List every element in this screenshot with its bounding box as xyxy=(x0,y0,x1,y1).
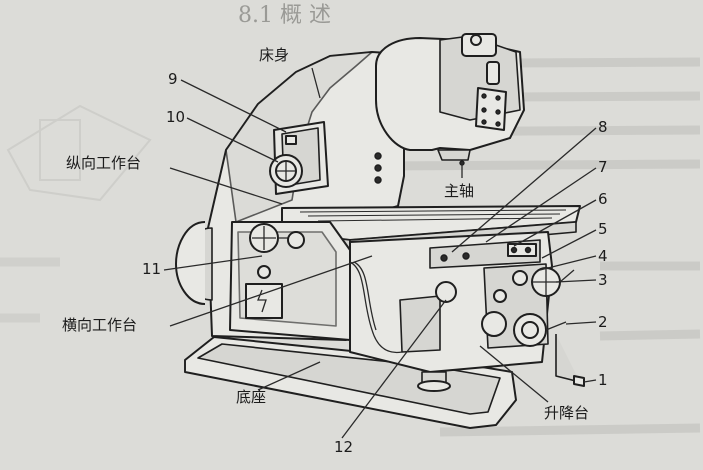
callout-1: 1 xyxy=(598,371,608,389)
callout-2: 2 xyxy=(598,313,608,331)
callout-11: 11 xyxy=(142,260,161,278)
label-cross-table: 横向工作台 xyxy=(62,316,137,334)
callout-6: 6 xyxy=(598,190,608,208)
elevating-screw xyxy=(417,371,451,392)
callout-5: 5 xyxy=(598,220,608,238)
callout-3: 3 xyxy=(598,271,608,289)
electrical-panel xyxy=(269,121,382,195)
callout-12: 12 xyxy=(334,438,353,456)
label-knee: 升降台 xyxy=(544,404,589,422)
saddle-knee-front xyxy=(229,221,351,341)
leader-lines xyxy=(163,67,597,439)
label-spindle: 主轴 xyxy=(444,182,474,200)
label-base: 底座 xyxy=(236,388,266,406)
spindle-head xyxy=(375,33,525,166)
callout-10: 10 xyxy=(166,108,185,126)
callout-8: 8 xyxy=(598,118,608,136)
callout-4: 4 xyxy=(598,247,608,265)
label-bed: 床身 xyxy=(259,46,289,64)
callout-7: 7 xyxy=(598,158,608,176)
label-longitudinal-table: 纵向工作台 xyxy=(66,154,141,172)
knee-side xyxy=(349,231,585,387)
section-header: 8.1 概 述 xyxy=(238,3,331,28)
callout-9: 9 xyxy=(168,70,178,88)
